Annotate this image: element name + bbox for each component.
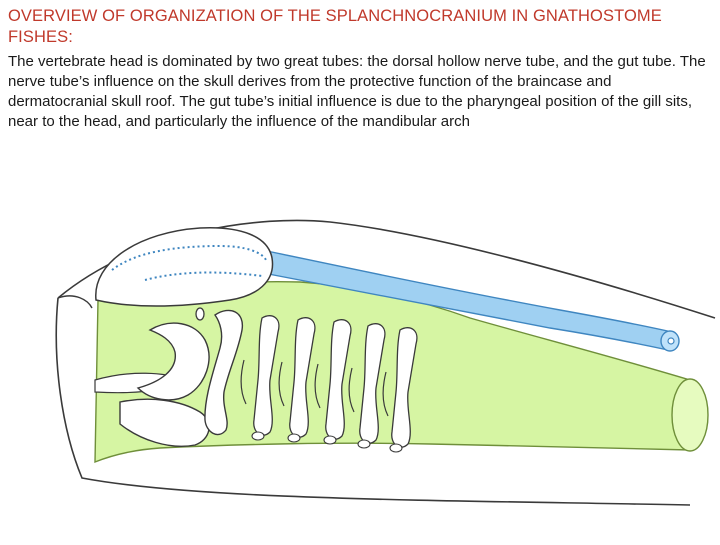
gill-arches (253, 315, 418, 448)
gill-arch (289, 317, 316, 438)
ventral-element (357, 439, 371, 449)
slide-title: OVERVIEW OF ORGANIZATION OF THE SPLANCHN… (8, 7, 662, 46)
lower-jaw (119, 398, 210, 447)
gut-tube-opening (671, 378, 709, 452)
gill-slit (382, 371, 389, 417)
ventral-element (323, 435, 337, 445)
gill-slit (240, 359, 247, 405)
gill-arch (391, 327, 418, 448)
slide-body-text: The vertebrate head is dominated by two … (8, 53, 706, 130)
gill-slits (240, 359, 389, 417)
braincase (95, 227, 274, 307)
gill-arch (359, 323, 386, 444)
mandibular-arch (136, 322, 210, 401)
brain-dots (111, 244, 267, 281)
gill-arch (253, 315, 280, 436)
gill-arch (325, 319, 352, 440)
ventral-element (251, 431, 265, 441)
ventral-element (287, 433, 301, 443)
ventral-elements (251, 431, 403, 453)
spiracle (195, 307, 205, 321)
gill-slit (348, 367, 355, 413)
ventral-element (389, 443, 403, 453)
nerve-tube-lumen (667, 337, 675, 345)
head-diagram (0, 140, 720, 540)
snout-outline (57, 295, 93, 309)
gill-slit (278, 361, 285, 407)
hyoid-arch (204, 309, 244, 436)
gill-slit (314, 363, 321, 409)
